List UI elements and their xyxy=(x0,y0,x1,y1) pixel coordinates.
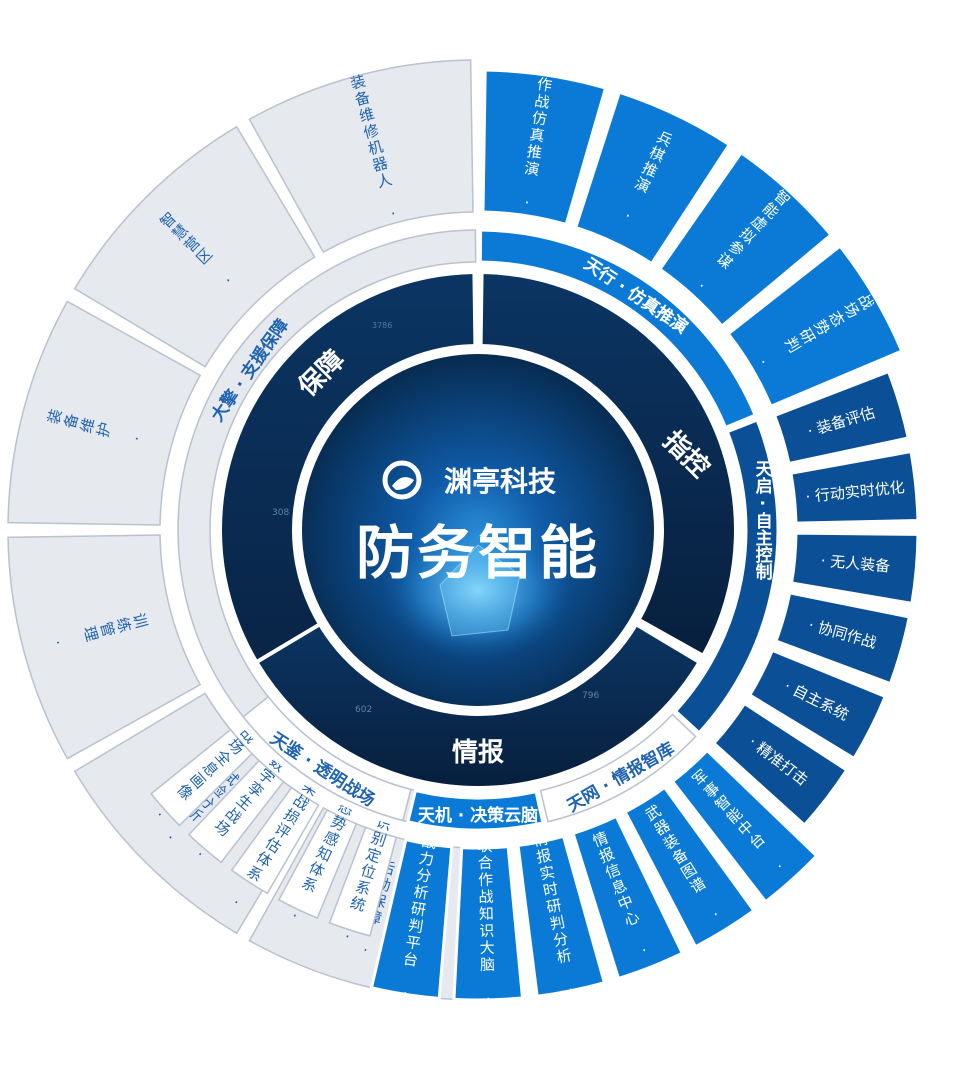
platform-segment-tianqi[interactable] xyxy=(673,418,780,735)
capability-block-tianxing[interactable] xyxy=(573,90,732,266)
capability-block-tianji[interactable] xyxy=(571,814,685,981)
capability-label-tianxing: 作战仿真推演 · xyxy=(518,75,553,213)
capability-ring: 后勤保障 ·试验分析 ·训练管理 ·装备维护 ·智慧营区 ·装备维修机器人 ·作… xyxy=(7,59,920,1008)
platform-segment-tianjian[interactable] xyxy=(242,695,412,822)
capability-label-dajing: 智慧营区 · xyxy=(157,209,240,292)
decor-number: 796 xyxy=(582,691,599,701)
capability-block-tianqi[interactable] xyxy=(774,591,912,686)
ring-separator xyxy=(171,223,785,837)
platform-segment-tianxing[interactable] xyxy=(478,228,758,430)
platform-segment-dajing[interactable] xyxy=(177,229,477,831)
capability-block-tianqi[interactable] xyxy=(789,531,920,606)
capability-label-tianji: 情报信息中心 · xyxy=(590,829,654,962)
platform-segment-tianwang[interactable] xyxy=(539,713,697,823)
capability-block-dajing[interactable] xyxy=(73,125,316,368)
capability-block-tianji[interactable] xyxy=(670,748,819,904)
capability-block-tianji[interactable] xyxy=(369,837,454,1001)
platform-segment-tianji[interactable] xyxy=(406,788,545,832)
capability-label-tianji: 情报实时研判分析 · xyxy=(531,829,580,1000)
decor-number: 3786 xyxy=(372,321,392,330)
center-title: 防务智能 xyxy=(356,519,600,587)
capability-block-tianqi[interactable] xyxy=(711,701,849,828)
capability-block-tianjian[interactable] xyxy=(187,759,285,864)
brand-logo-icon xyxy=(382,460,422,500)
crystal-shape xyxy=(439,544,521,637)
capability-block-tianji[interactable] xyxy=(516,834,607,998)
capability-label-tianji: 联合作战知识大脑 · xyxy=(477,837,496,1008)
capability-block-tianxing[interactable] xyxy=(657,150,834,329)
capability-block-dajing[interactable] xyxy=(248,59,474,254)
capability-block-dajing[interactable] xyxy=(7,300,202,526)
capability-label-dajing: 训练管理 · xyxy=(47,611,150,652)
capability-label-tianji: 战力分析研判平台 · xyxy=(396,832,437,1003)
center-disc: 渊亭科技 防务智能 308 602 796 3786 xyxy=(272,321,660,715)
capability-block-tianji[interactable] xyxy=(623,785,756,949)
capability-block-tianqi[interactable] xyxy=(789,449,920,525)
capability-block-tianxing[interactable] xyxy=(481,68,608,227)
capability-label-tianxing: 兵棋推演 · xyxy=(617,128,675,227)
capability-block-tianjian[interactable] xyxy=(230,786,320,895)
decor-number: 602 xyxy=(355,705,372,715)
capability-block-tianqi[interactable] xyxy=(747,648,888,761)
capability-block-tianjian[interactable] xyxy=(277,808,358,920)
capability-block-tianji[interactable] xyxy=(452,844,525,1002)
capability-label-dajing: 装备维修机器人 · xyxy=(348,72,402,225)
core-segment-zhikong[interactable] xyxy=(478,269,738,659)
capability-block-dajing[interactable] xyxy=(7,534,202,760)
brand-name: 渊亭科技 xyxy=(444,465,556,498)
crystal-glow xyxy=(383,520,573,660)
capability-label-tianjian: 识别定位系统 · xyxy=(338,812,394,947)
platform-label-tianji: 天机 · 决策云脑 xyxy=(418,805,538,826)
platform-label-tianqi: 天启 · 自主控制 xyxy=(752,460,773,581)
capability-block-tianjian[interactable] xyxy=(150,728,254,827)
core-segment-label-qingbao: 情报 xyxy=(452,737,504,768)
capability-block-tianxing[interactable] xyxy=(726,244,904,409)
core-segment-qingbao[interactable] xyxy=(253,621,703,790)
capability-block-tianjian[interactable] xyxy=(328,826,398,937)
decor-number: 308 xyxy=(272,508,289,518)
capability-block-tianqi[interactable] xyxy=(772,369,911,466)
capability-label-dajing: 装备维护 · xyxy=(44,407,147,448)
